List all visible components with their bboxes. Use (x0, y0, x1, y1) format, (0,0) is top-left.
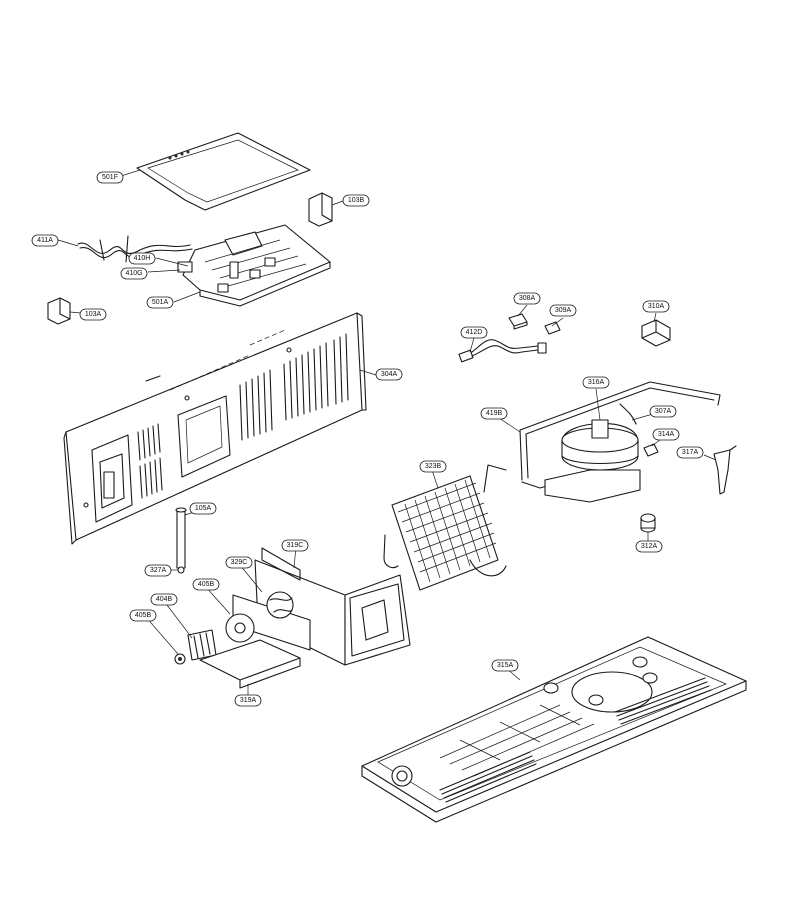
svg-text:323B: 323B (425, 463, 442, 470)
part-105a-shaft (175, 507, 187, 574)
svg-text:103A: 103A (85, 311, 102, 318)
part-312a-grommet (640, 513, 656, 533)
label-501f: 501F (96, 171, 124, 184)
svg-text:105A: 105A (195, 505, 212, 512)
label-314a: 314A (652, 428, 680, 441)
part-314a (643, 443, 659, 457)
part-309a (544, 321, 561, 335)
svg-text:410H: 410H (134, 255, 151, 262)
svg-text:405B: 405B (135, 612, 152, 619)
label-412d: 412D (460, 326, 488, 339)
part-317a-probe (713, 445, 737, 495)
svg-text:404B: 404B (156, 596, 173, 603)
part-405b-bearing (174, 653, 186, 665)
label-410h: 410H (128, 252, 156, 265)
svg-text:411A: 411A (37, 237, 53, 244)
part-304a-rear-panel (63, 312, 367, 545)
part-103a-bracket (47, 297, 71, 325)
svg-text:304A: 304A (381, 371, 398, 378)
label-411a: 411A (31, 234, 59, 247)
part-419b-tubing (483, 381, 721, 493)
svg-text:309A: 309A (555, 307, 572, 314)
svg-text:312A: 312A (641, 543, 658, 550)
label-105a: 105A (189, 502, 217, 515)
svg-text:315A: 315A (497, 662, 514, 669)
svg-text:307A: 307A (655, 408, 672, 415)
label-308a: 308A (513, 292, 541, 305)
svg-text:412D: 412D (466, 329, 483, 336)
svg-text:501A: 501A (152, 299, 169, 306)
svg-text:405B: 405B (198, 581, 215, 588)
label-501a: 501A (146, 296, 174, 309)
label-329c: 329C (225, 556, 253, 569)
label-327a: 327A (144, 564, 172, 577)
part-315a-base-tray (361, 636, 747, 823)
part-319c-fan-housing (254, 547, 411, 666)
svg-text:308A: 308A (519, 295, 536, 302)
label-304a: 304A (375, 368, 403, 381)
part-501a-control-board (177, 224, 331, 307)
part-319a-bracket (199, 639, 301, 689)
label-312a: 312A (635, 540, 663, 553)
part-405b-motor (225, 613, 255, 643)
part-308a (508, 313, 528, 330)
label-410g: 410G (120, 267, 148, 280)
svg-text:103B: 103B (348, 197, 365, 204)
part-329c-fan-blade (232, 591, 311, 651)
svg-text:319A: 319A (240, 697, 257, 704)
svg-text:329C: 329C (231, 559, 248, 566)
label-309a: 309A (549, 304, 577, 317)
label-319c: 319C (281, 539, 309, 552)
label-404b: 404B (150, 593, 178, 606)
label-317a: 317A (676, 446, 704, 459)
part-412d-harness (458, 339, 547, 363)
part-103b-bracket (308, 192, 333, 227)
label-405b-motor: 405B (192, 578, 220, 591)
callouts: 501F 103B 411A 410H 410G 501A 103A 308A … (31, 169, 717, 707)
svg-text:501F: 501F (102, 174, 118, 181)
svg-text:317A: 317A (682, 449, 699, 456)
part-501f-cover (136, 132, 311, 211)
svg-text:310A: 310A (648, 303, 665, 310)
svg-text:319C: 319C (287, 542, 304, 549)
part-411a-harness (77, 235, 193, 263)
part-316a-compressor (544, 403, 641, 503)
label-319a: 319A (234, 694, 262, 707)
label-405b-bearing: 405B (129, 609, 157, 622)
label-310a: 310A (642, 300, 670, 313)
label-419b: 419B (480, 407, 508, 420)
svg-text:316A: 316A (588, 379, 605, 386)
label-103b: 103B (342, 194, 370, 207)
label-103a: 103A (79, 308, 107, 321)
label-316a: 316A (582, 376, 610, 389)
label-307a: 307A (649, 405, 677, 418)
svg-text:419B: 419B (486, 410, 503, 417)
part-323b-condenser (383, 475, 507, 591)
svg-text:327A: 327A (150, 567, 167, 574)
part-310a-clip (641, 319, 671, 347)
svg-text:410G: 410G (125, 270, 142, 277)
svg-text:314A: 314A (658, 431, 675, 438)
label-315a: 315A (491, 659, 519, 672)
label-323b: 323B (419, 460, 447, 473)
